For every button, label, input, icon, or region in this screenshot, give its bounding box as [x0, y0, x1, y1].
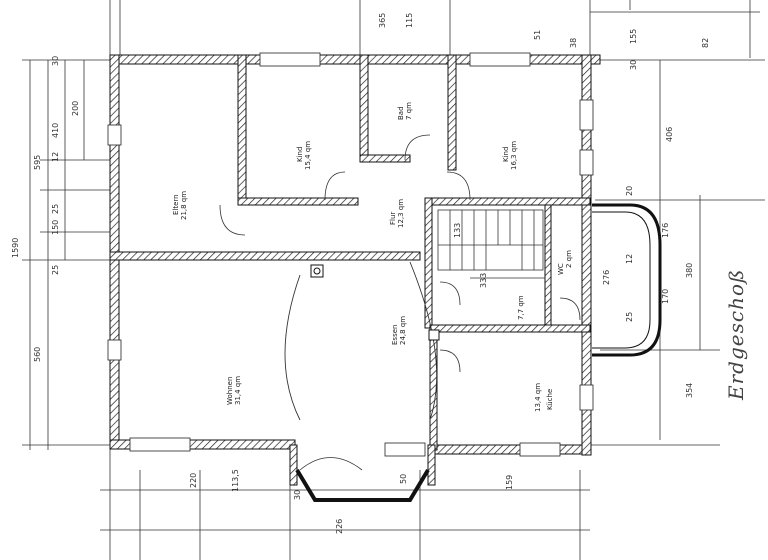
- dim-left-upper: 595: [33, 155, 42, 170]
- room-area-kind1: 15,4 qm: [304, 141, 312, 170]
- dim-right-j: 30: [629, 60, 638, 70]
- dim-right-a: 406: [665, 127, 674, 142]
- room-label-flur: Flur: [389, 212, 397, 225]
- dim-right-h: 25: [625, 312, 634, 322]
- dim-left-a: 410: [51, 123, 60, 138]
- dim-left-d: 25: [51, 204, 60, 214]
- bay-window: [295, 468, 430, 502]
- walls: [109, 54, 601, 486]
- dim-right-f: 276: [602, 270, 611, 285]
- room-area-essen: 24,8 qm: [399, 316, 407, 345]
- sheet-title: Erdgeschoß: [724, 269, 748, 401]
- dimension-labels: 1590 595 560 410 200 150 25 12 25 30 406…: [11, 13, 710, 534]
- dim-right-d: 176: [661, 223, 670, 238]
- room-label-essen: Essen: [391, 325, 399, 345]
- dim-right-c: 354: [685, 383, 694, 398]
- dim-bottom-d: 159: [505, 475, 514, 490]
- dim-top-e: 82: [701, 38, 710, 48]
- dim-top-d: 51: [533, 30, 542, 40]
- room-label-kind2: Kind: [502, 147, 510, 162]
- room-labels: Eltern 21,8 qm Kind 15,4 qm Bad 7 qm Kin…: [172, 102, 573, 412]
- dim-top-f: 38: [569, 38, 578, 48]
- room-label-kind1: Kind: [296, 147, 304, 162]
- doors: [219, 134, 581, 373]
- round-balcony: [592, 203, 662, 357]
- dim-left-b: 200: [71, 101, 80, 116]
- dim-top-b: 115: [405, 13, 414, 28]
- room-area-bad: 7 qm: [405, 102, 413, 120]
- dim-bottom-c: 226: [335, 519, 344, 534]
- room-area-flur: 12,3 qm: [397, 199, 405, 228]
- room-area-kind2: 16,3 qm: [510, 141, 518, 170]
- dimension-lines: [22, 0, 765, 560]
- dim-top-a: 365: [378, 13, 387, 28]
- dim-left-f: 25: [51, 265, 60, 275]
- curved-wall: [284, 274, 301, 421]
- dim-left-c: 150: [51, 220, 60, 235]
- staircase: [437, 209, 545, 279]
- room-label-wc: WC: [557, 263, 565, 275]
- columns: [310, 264, 440, 341]
- room-area-wohnen: 31,4 qm: [234, 376, 242, 405]
- windows: [107, 52, 594, 457]
- dim-stair-b: 133: [453, 223, 462, 238]
- room-label-bad: Bad: [397, 106, 405, 120]
- dim-left-g: 30: [51, 56, 60, 66]
- dim-top-c: 155: [629, 29, 638, 44]
- dim-left-e: 12: [51, 152, 60, 162]
- room-label-eltern: Eltern: [172, 194, 180, 215]
- room-area-hall: 7,7 qm: [517, 295, 525, 320]
- room-label-kueche: Küche: [546, 389, 554, 410]
- dim-left-outer: 1590: [11, 238, 20, 258]
- room-area-eltern: 21,8 qm: [180, 191, 188, 220]
- dim-bottom-f: 30: [293, 490, 302, 500]
- room-area-wc: 2 qm: [565, 250, 573, 268]
- room-label-wohnen: Wohnen: [226, 377, 234, 405]
- dim-bottom-a: 220: [189, 473, 198, 488]
- dim-right-b: 380: [685, 263, 694, 278]
- room-area-kueche: 13,4 qm: [534, 383, 542, 412]
- dim-bottom-b: 113,5: [231, 469, 240, 492]
- dim-stair-a: 333: [479, 273, 488, 288]
- dim-bottom-e: 50: [399, 474, 408, 484]
- dim-right-e: 170: [661, 289, 670, 304]
- dim-left-lower: 560: [33, 347, 42, 362]
- dim-right-g: 12: [625, 254, 634, 264]
- dim-right-i: 20: [625, 186, 634, 196]
